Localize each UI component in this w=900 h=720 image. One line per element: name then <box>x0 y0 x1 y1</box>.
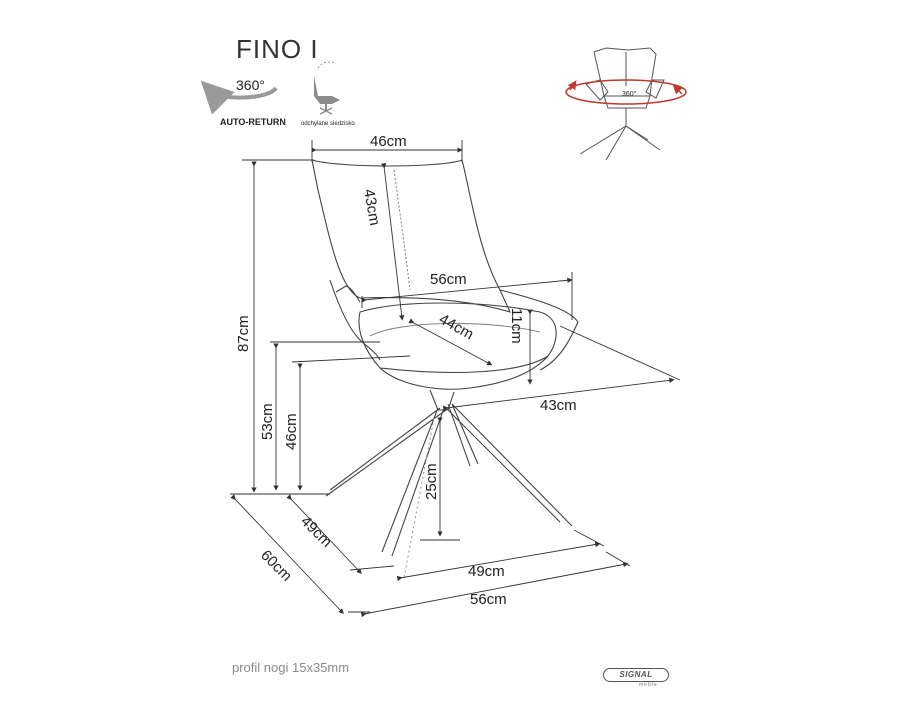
dim-backrest-height: 43cm <box>360 188 383 227</box>
dim-backrest-width: 46cm <box>370 133 407 150</box>
dim-armrest-width: 56cm <box>430 271 467 288</box>
dim-base-width: 49cm <box>468 563 505 580</box>
brand-sub: meble <box>639 682 658 688</box>
dim-armrest-floor-height: 53cm <box>259 403 276 440</box>
dim-total-height: 87cm <box>235 315 252 352</box>
dim-seat-depth: 43cm <box>540 397 577 414</box>
dim-armrest-height: 11cm <box>508 308 525 344</box>
dim-base-depth: 49cm <box>297 513 335 551</box>
leg-profile-note: profil nogi 15x35mm <box>232 660 350 675</box>
swivel-badge: 360° <box>622 90 637 98</box>
dim-leg-height: 25cm <box>423 463 440 500</box>
dim-total-depth: 60cm <box>257 547 295 585</box>
dim-seat-height: 46cm <box>283 413 300 450</box>
brand-name: SIGNAL <box>603 668 669 682</box>
chair-outline <box>311 159 579 579</box>
rotation-360-icon: 360° AUTO-RETURN <box>200 77 286 127</box>
tilt-label: odchylane siedzisko <box>301 121 355 127</box>
dimension-lines <box>230 140 681 618</box>
product-title: FINO I <box>236 34 319 64</box>
swivel-thumbnail-icon <box>565 47 687 161</box>
brand-logo: SIGNAL meble <box>603 668 669 688</box>
dim-total-width: 56cm <box>470 591 507 608</box>
tilt-seat-icon: odchylane siedzisko <box>301 61 355 127</box>
auto-return-label: AUTO-RETURN <box>220 117 286 127</box>
rotation-label: 360° <box>236 77 265 93</box>
